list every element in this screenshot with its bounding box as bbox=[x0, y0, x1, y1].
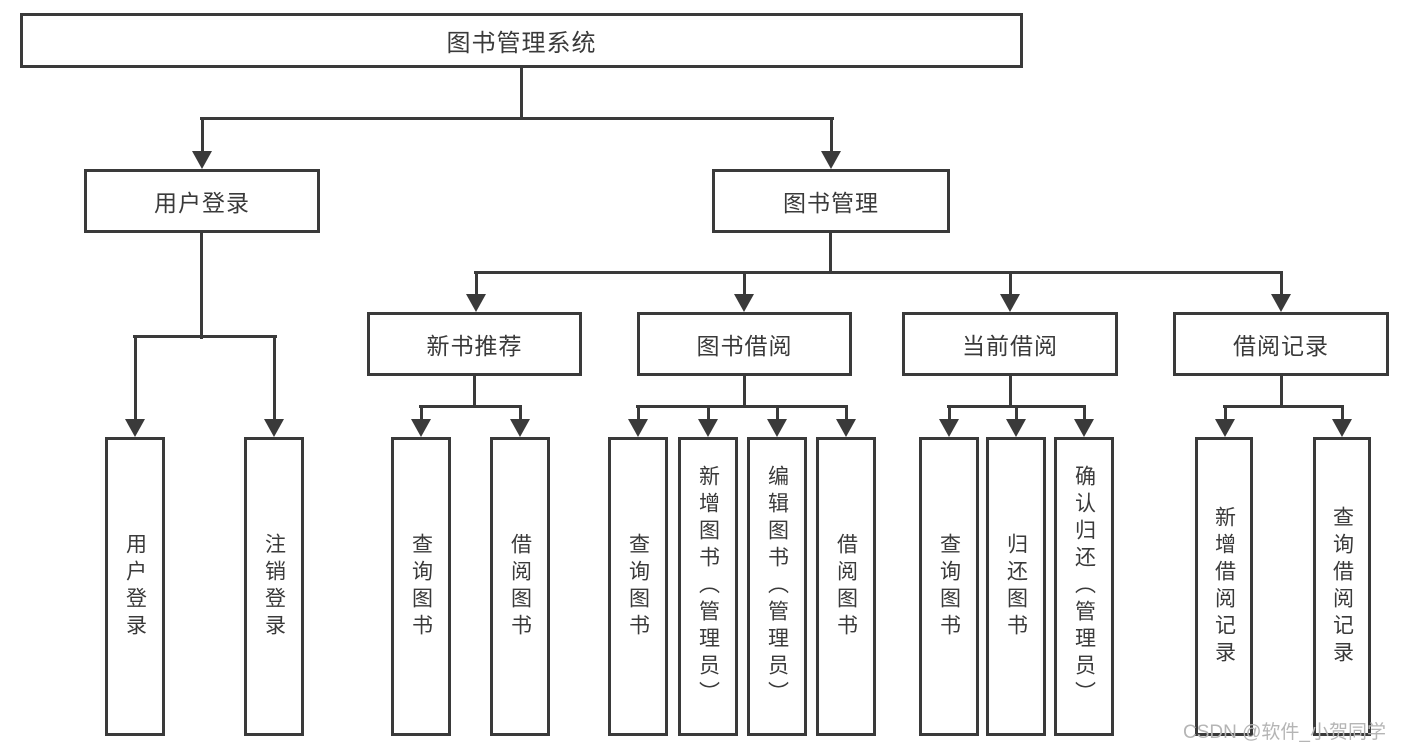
leaf-confirm-return-admin: 确认归还（管理员） bbox=[1054, 437, 1114, 736]
connector-drop bbox=[1280, 271, 1283, 296]
arrow-down-icon bbox=[734, 294, 754, 312]
node-label: 确认归还（管理员） bbox=[1072, 465, 1096, 708]
node-label: 归还图书 bbox=[1004, 532, 1028, 641]
node-label: 图书管理系统 bbox=[446, 30, 597, 57]
connector-drop bbox=[948, 405, 951, 421]
leaf-query-borrow-record: 查询借阅记录 bbox=[1313, 437, 1371, 736]
arrow-down-icon bbox=[264, 419, 284, 437]
node-label: 借阅图书 bbox=[508, 532, 532, 641]
connector-drop bbox=[201, 117, 204, 153]
node-borrowing-records: 借阅记录 bbox=[1173, 312, 1389, 376]
connector-drop bbox=[743, 271, 746, 296]
arrow-down-icon bbox=[125, 419, 145, 437]
leaf-borrow-books-recommend: 借阅图书 bbox=[490, 437, 550, 736]
node-label: 图书管理 bbox=[783, 190, 879, 216]
leaf-query-books-borrow: 查询图书 bbox=[608, 437, 668, 736]
node-label: 查询图书 bbox=[409, 532, 433, 641]
connector-drop bbox=[1341, 405, 1344, 421]
node-label: 图书借阅 bbox=[696, 333, 793, 359]
connector-stem bbox=[473, 376, 476, 408]
connector-drop bbox=[707, 405, 710, 421]
arrow-down-icon bbox=[821, 151, 841, 169]
connector-drop bbox=[637, 405, 640, 421]
connector-drop bbox=[475, 271, 478, 296]
connector-bar bbox=[133, 335, 277, 338]
connector-drop bbox=[1083, 405, 1086, 421]
arrow-down-icon bbox=[836, 419, 856, 437]
node-label: 借阅图书 bbox=[834, 532, 858, 641]
leaf-user-login: 用户登录 bbox=[105, 437, 165, 736]
leaf-query-books-recommend: 查询图书 bbox=[391, 437, 451, 736]
connector-stem bbox=[200, 233, 203, 339]
connector-bar bbox=[200, 117, 834, 120]
node-label: 新书推荐 bbox=[426, 333, 523, 359]
connector-bar bbox=[419, 405, 522, 408]
arrow-down-icon bbox=[1006, 419, 1026, 437]
node-current-borrowing: 当前借阅 bbox=[902, 312, 1118, 376]
arrow-down-icon bbox=[939, 419, 959, 437]
connector-drop bbox=[845, 405, 848, 421]
node-label: 查询图书 bbox=[626, 532, 650, 641]
connector-drop bbox=[1224, 405, 1227, 421]
arrow-down-icon bbox=[1215, 419, 1235, 437]
arrow-down-icon bbox=[510, 419, 530, 437]
node-label: 新增借阅记录 bbox=[1212, 505, 1236, 668]
arrow-down-icon bbox=[192, 151, 212, 169]
connector-bar bbox=[636, 405, 848, 408]
node-user-login: 用户登录 bbox=[84, 169, 320, 233]
connector-drop bbox=[519, 405, 522, 421]
connector-drop bbox=[420, 405, 423, 421]
node-label: 用户登录 bbox=[123, 532, 147, 641]
node-label: 当前借阅 bbox=[962, 333, 1058, 359]
node-book-borrowing: 图书借阅 bbox=[637, 312, 852, 376]
leaf-add-books-admin: 新增图书（管理员） bbox=[678, 437, 738, 736]
arrow-down-icon bbox=[1000, 294, 1020, 312]
connector-drop bbox=[776, 405, 779, 421]
leaf-add-borrow-record: 新增借阅记录 bbox=[1195, 437, 1253, 736]
node-new-book-recommend: 新书推荐 bbox=[367, 312, 582, 376]
node-book-management: 图书管理 bbox=[712, 169, 950, 233]
connector-stem bbox=[1280, 376, 1283, 408]
node-label: 注销登录 bbox=[262, 532, 286, 641]
node-label: 编辑图书（管理员） bbox=[765, 465, 789, 708]
connector-stem bbox=[829, 233, 832, 274]
leaf-return-books: 归还图书 bbox=[986, 437, 1046, 736]
connector-bar bbox=[474, 271, 1283, 274]
node-label: 查询图书 bbox=[937, 532, 961, 641]
connector-drop bbox=[1009, 271, 1012, 296]
arrow-down-icon bbox=[1074, 419, 1094, 437]
arrow-down-icon bbox=[767, 419, 787, 437]
connector-drop bbox=[134, 335, 137, 421]
connector-stem bbox=[1009, 376, 1012, 408]
arrow-down-icon bbox=[1271, 294, 1291, 312]
arrow-down-icon bbox=[628, 419, 648, 437]
leaf-borrow-books: 借阅图书 bbox=[816, 437, 876, 736]
arrow-down-icon bbox=[1332, 419, 1352, 437]
leaf-query-books-current: 查询图书 bbox=[919, 437, 979, 736]
csdn-watermark: CSDN @软件_小贺同学 bbox=[1183, 722, 1386, 743]
connector-stem bbox=[520, 68, 523, 120]
connector-bar bbox=[1223, 405, 1344, 408]
leaf-edit-books-admin: 编辑图书（管理员） bbox=[747, 437, 807, 736]
connector-drop bbox=[1015, 405, 1018, 421]
arrow-down-icon bbox=[411, 419, 431, 437]
arrow-down-icon bbox=[698, 419, 718, 437]
connector-stem bbox=[743, 376, 746, 408]
node-library-system: 图书管理系统 bbox=[20, 13, 1023, 68]
leaf-logout: 注销登录 bbox=[244, 437, 304, 736]
arrow-down-icon bbox=[466, 294, 486, 312]
node-label: 借阅记录 bbox=[1233, 333, 1329, 359]
node-label: 查询借阅记录 bbox=[1330, 505, 1354, 668]
node-label: 用户登录 bbox=[154, 190, 250, 216]
connector-drop bbox=[830, 117, 833, 153]
connector-drop bbox=[273, 335, 276, 421]
node-label: 新增图书（管理员） bbox=[696, 465, 720, 708]
